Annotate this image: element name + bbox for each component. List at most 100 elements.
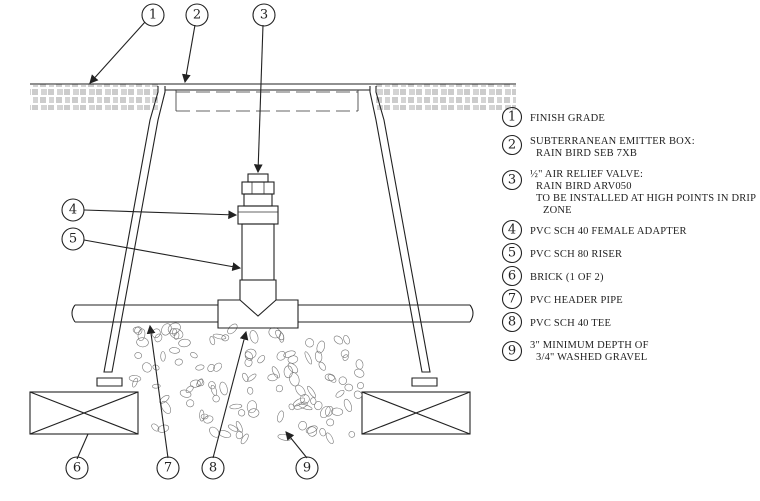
gravel-stone (136, 337, 149, 348)
gravel-stone (213, 362, 222, 372)
gravel-stone (342, 354, 349, 361)
gravel-stone (287, 362, 299, 374)
gravel-stone (209, 336, 216, 346)
air-relief-valve (241, 173, 275, 207)
gravel-stone (276, 351, 286, 361)
svg-text:ZONE: ZONE (543, 205, 572, 216)
gravel-stone (208, 381, 216, 390)
gravel-stone (305, 425, 318, 434)
gravel-stone (304, 351, 312, 365)
svg-text:1: 1 (149, 8, 157, 23)
gravel-stone (152, 383, 161, 389)
svg-text:1: 1 (508, 110, 516, 125)
gravel-stone (247, 387, 254, 395)
gravel-stone (257, 355, 266, 364)
gravel-stone (227, 323, 238, 335)
brick-left (29, 391, 139, 435)
washed-gravel (128, 322, 365, 445)
gravel-stone (185, 385, 194, 393)
svg-text:3/4" WASHED GRAVEL: 3/4" WASHED GRAVEL (536, 352, 647, 363)
callout-3: 3 (252, 3, 276, 27)
gravel-stone (218, 430, 232, 438)
gravel-stone (288, 403, 295, 411)
gravel-stone (142, 362, 152, 373)
gravel-stone (186, 399, 195, 408)
gravel-stone (289, 372, 300, 387)
gravel-stone (137, 328, 146, 342)
gravel-stone (244, 358, 253, 367)
gravel-stone (343, 398, 352, 412)
gravel-stone (278, 332, 285, 343)
gravel-stone (326, 418, 335, 427)
legend: 1 FINISH GRADE 2 SUBTERRANEAN EMITTER BO… (501, 106, 756, 363)
gravel-stone (275, 329, 284, 341)
gravel-stone (151, 423, 160, 432)
svg-text:TO BE INSTALLED AT HIGH POINTS: TO BE INSTALLED AT HIGH POINTS IN DRIP (536, 193, 756, 204)
gravel-stone (333, 335, 344, 345)
gravel-stone (189, 379, 201, 388)
svg-text:½" AIR RELIEF VALVE:: ½" AIR RELIEF VALVE: (530, 169, 643, 180)
gravel-stone (173, 332, 180, 340)
gravel-stone (212, 333, 227, 340)
callout-5: 5 (61, 227, 85, 251)
leader-lines (76, 21, 308, 460)
gravel-stone (240, 433, 249, 445)
svg-text:5: 5 (69, 232, 77, 247)
svg-text:7: 7 (164, 461, 172, 476)
gravel-stone (316, 340, 326, 354)
gravel-stone (355, 359, 364, 370)
gravel-stone (235, 421, 243, 433)
gravel-stone (324, 373, 336, 381)
svg-text:SUBTERRANEAN EMITTER BOX:: SUBTERRANEAN EMITTER BOX: (530, 136, 695, 147)
gravel-stone (160, 351, 166, 362)
soil-hatch (30, 84, 516, 110)
gravel-stone (174, 358, 183, 366)
legend-item-6: 6 BRICK (1 OF 2) (501, 265, 604, 287)
svg-text:6: 6 (73, 461, 81, 476)
gravel-stone (357, 382, 364, 390)
svg-text:PVC SCH 40 FEMALE ADAPTER: PVC SCH 40 FEMALE ADAPTER (530, 226, 687, 237)
gravel-stone (244, 348, 257, 359)
gravel-stone (235, 430, 244, 440)
svg-text:9: 9 (508, 344, 516, 359)
gravel-stone (318, 361, 327, 371)
svg-text:2: 2 (508, 138, 516, 153)
gravel-stone (267, 373, 278, 382)
svg-text:6: 6 (508, 269, 516, 284)
gravel-stone (197, 379, 205, 387)
svg-text:4: 4 (508, 223, 516, 238)
gravel-stone (340, 349, 350, 358)
gravel-stone (132, 377, 138, 388)
gravel-stone (207, 363, 215, 373)
gravel-stone (335, 389, 345, 398)
svg-text:RAIN BIRD ARV050: RAIN BIRD ARV050 (536, 181, 632, 192)
callout-6: 6 (65, 456, 89, 480)
gravel-stone (354, 368, 365, 378)
legend-item-7: 7 PVC HEADER PIPE (501, 288, 623, 310)
gravel-stone (275, 384, 283, 393)
emitter-box (96, 86, 438, 387)
gravel-stone (169, 347, 180, 354)
svg-text:PVC SCH 80 RISER: PVC SCH 80 RISER (530, 249, 622, 260)
gravel-stone (327, 374, 337, 383)
gravel-stone (307, 385, 316, 398)
gravel-stone (167, 322, 181, 334)
gravel-stone (319, 428, 327, 437)
callout-2: 2 (185, 3, 209, 27)
gravel-stone (227, 424, 239, 432)
callout-8: 8 (201, 456, 225, 480)
female-adapter (237, 205, 279, 225)
gravel-stone (178, 338, 191, 348)
gravel-stone (134, 326, 143, 335)
svg-text:8: 8 (209, 461, 217, 476)
gravel-stone (238, 409, 246, 417)
gravel-stone (338, 376, 347, 385)
gravel-stone (314, 401, 323, 411)
gravel-stone (221, 334, 230, 342)
gravel-stone (229, 403, 243, 410)
gravel-stone (299, 394, 310, 404)
gravel-stone (249, 330, 259, 344)
svg-text:3: 3 (260, 8, 268, 23)
gravel-stone (151, 328, 161, 339)
